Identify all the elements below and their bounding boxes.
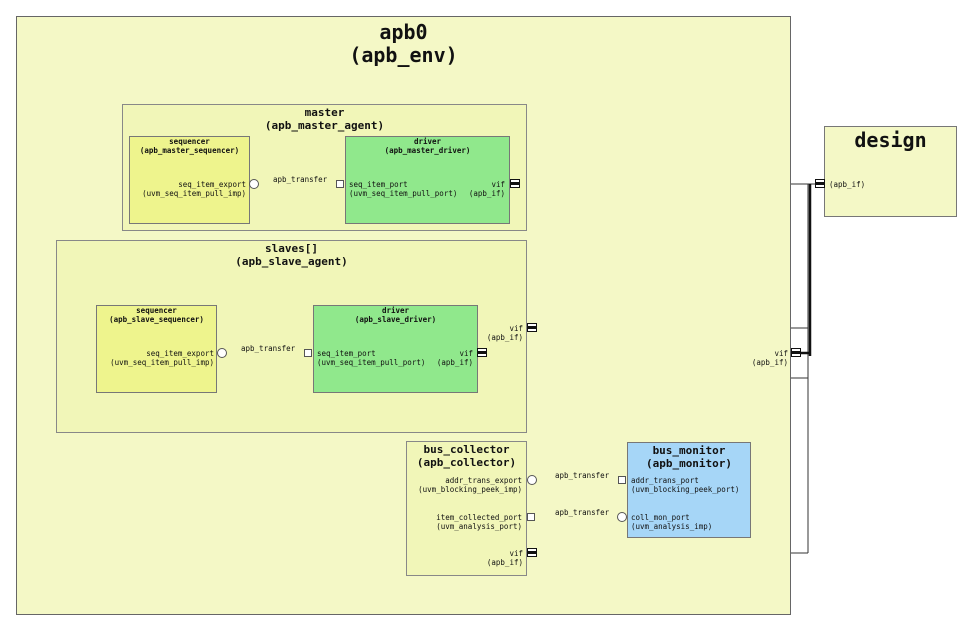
coll-mon-port[interactable] [617,512,627,522]
addr-trans-port-label: addr_trans_port (uvm_blocking_peek_port) [631,476,740,494]
slave-seq-item-export-port[interactable] [217,348,227,358]
master-title: master (apb_master_agent) [264,106,385,132]
item-collected-port-label: item_collected_port (uvm_analysis_port) [436,513,522,531]
coll-mon-port-label: coll_mon_port (uvm_analysis_imp) [631,513,713,531]
master-sequencer[interactable]: sequencer (apb_master_sequencer) [129,136,250,224]
master-sequencer-title: sequencer (apb_master_sequencer) [139,137,240,155]
master-driver-vif-port[interactable] [510,179,520,188]
env-vif-port[interactable] [791,348,801,357]
addr-trans-export-label: addr_trans_export (uvm_blocking_peek_imp… [418,476,522,494]
master-driver-vif-label: vif (apb_if) [468,180,505,198]
master-seq-item-port[interactable] [336,180,344,188]
master-seq-item-export-label: seq_item_export (uvm_seq_item_pull_imp) [142,180,246,198]
slaves-vif-port[interactable] [527,323,537,332]
slave-sequencer-title: sequencer (apb_slave_sequencer) [109,306,204,324]
master-driver-title: driver (apb_master_driver) [384,137,471,155]
slave-driver-vif-port[interactable] [477,348,487,357]
slave-driver[interactable]: driver (apb_slave_driver) [313,305,478,393]
env-vif-label: vif (apb_if) [751,349,788,367]
bus-monitor[interactable]: bus_monitor (apb_monitor) [627,442,751,538]
design-if-port[interactable] [815,179,825,188]
slave-seq-item-port-label: seq_item_port (uvm_seq_item_pull_port) [317,349,426,367]
design-title: design [854,128,927,152]
addr-trans-export-port[interactable] [527,475,537,485]
master-seq-item-export-port[interactable] [249,179,259,189]
monitor-conn-label-1: apb_transfer [555,471,610,480]
slave-seq-item-port[interactable] [304,349,312,357]
slaves-vif-label: vif (apb_if) [486,324,523,342]
slaves-conn-label: apb_transfer [241,344,296,353]
bus-collector-title: bus_collector (apb_collector) [416,443,517,469]
slave-driver-title: driver (apb_slave_driver) [354,306,437,324]
bus-collector[interactable]: bus_collector (apb_collector) [406,441,527,576]
env-title: apb0 (apb_env) [349,20,458,67]
slave-sequencer[interactable]: sequencer (apb_slave_sequencer) [96,305,217,393]
slave-driver-vif-label: vif (apb_if) [436,349,473,367]
design-port-label: (apb_if) [829,180,866,189]
slaves-title: slaves[] (apb_slave_agent) [235,242,348,268]
design-block[interactable]: design [824,126,957,217]
master-driver[interactable]: driver (apb_master_driver) [345,136,510,224]
addr-trans-port[interactable] [618,476,626,484]
master-conn-label: apb_transfer [273,175,328,184]
slave-seq-item-export-label: seq_item_export (uvm_seq_item_pull_imp) [110,349,214,367]
bus-monitor-title: bus_monitor (apb_monitor) [645,444,733,470]
collector-vif-label: vif (apb_if) [486,549,523,567]
item-collected-port[interactable] [527,513,535,521]
collector-vif-port[interactable] [527,548,537,557]
master-seq-item-port-label: seq_item_port (uvm_seq_item_pull_port) [349,180,458,198]
monitor-conn-label-2: apb_transfer [555,508,610,517]
